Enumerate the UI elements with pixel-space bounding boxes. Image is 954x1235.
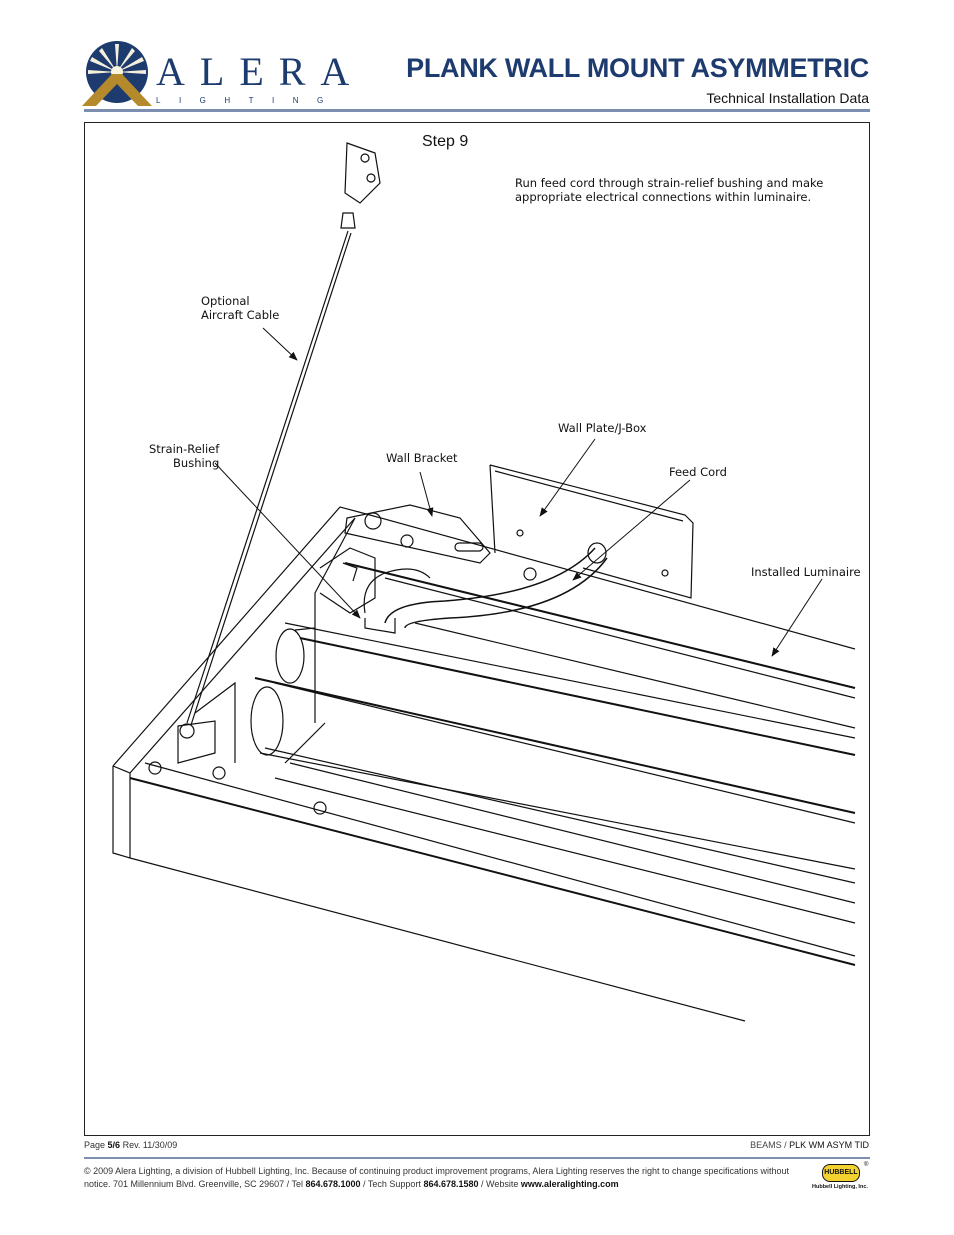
hubbell-name: Hubbell Lighting, Inc. xyxy=(812,1184,868,1190)
registered-mark: ® xyxy=(864,1162,869,1168)
brand-sub-wordmark: LIGHTING xyxy=(156,96,342,105)
hubbell-logo: HUBBELL ® Hubbell Lighting, Inc. xyxy=(812,1162,872,1196)
revision: Rev. 11/30/09 xyxy=(122,1140,178,1150)
callout-line: Aircraft Cable xyxy=(201,308,280,322)
page-prefix: Page xyxy=(84,1140,106,1150)
step-heading: Step 9 xyxy=(422,133,469,150)
footer-rule xyxy=(84,1157,870,1159)
document-title: PLANK WALL MOUNT ASYMMETRIC xyxy=(406,53,869,83)
code-prefix: BEAMS / xyxy=(750,1140,787,1150)
copyright-text: / Tech Support xyxy=(363,1179,421,1189)
page-info: Page 5/6 Rev. 11/30/09 xyxy=(84,1140,177,1150)
brand-wordmark: ALERA xyxy=(156,49,365,94)
callout-installed-luminaire: Installed Luminaire xyxy=(751,565,861,579)
step-instruction: Run feed cord through strain-relief bush… xyxy=(515,176,824,204)
tel-number: 864.678.1000 xyxy=(305,1179,361,1189)
callout-wall-bracket: Wall Bracket xyxy=(386,451,458,465)
callout-wall-plate: Wall Plate/J-Box xyxy=(558,421,647,435)
document-code: BEAMS / PLK WM ASYM TID xyxy=(750,1140,869,1150)
document-subtitle: Technical Installation Data xyxy=(706,90,869,106)
luminaire-installation-drawing xyxy=(112,142,856,1022)
callout-aircraft-cable: Optional Aircraft Cable xyxy=(201,294,279,322)
alera-logo-icon xyxy=(82,41,152,106)
hubbell-badge-text: HUBBELL xyxy=(824,1169,858,1176)
content-frame xyxy=(84,122,870,1136)
website-link[interactable]: www.aleralighting.com xyxy=(520,1179,619,1189)
copyright-text: / Website xyxy=(481,1179,519,1189)
copyright-notice: © 2009 Alera Lighting, a division of Hub… xyxy=(84,1165,794,1191)
support-number: 864.678.1580 xyxy=(423,1179,479,1189)
page-number: 5/6 xyxy=(107,1140,121,1150)
callout-strain-relief-bushing: Strain-Relief Bushing xyxy=(149,442,219,470)
callout-line: Bushing xyxy=(173,456,220,470)
copyright-text: © 2009 Alera Lighting, a division of Hub… xyxy=(84,1166,790,1189)
code-value: PLK WM ASYM TID xyxy=(789,1140,869,1150)
hubbell-badge-icon: HUBBELL xyxy=(822,1164,860,1182)
callout-line: Optional xyxy=(201,294,250,308)
callout-feed-cord: Feed Cord xyxy=(669,465,727,479)
callout-line: Strain-Relief xyxy=(149,442,220,456)
header-rule xyxy=(84,109,870,112)
